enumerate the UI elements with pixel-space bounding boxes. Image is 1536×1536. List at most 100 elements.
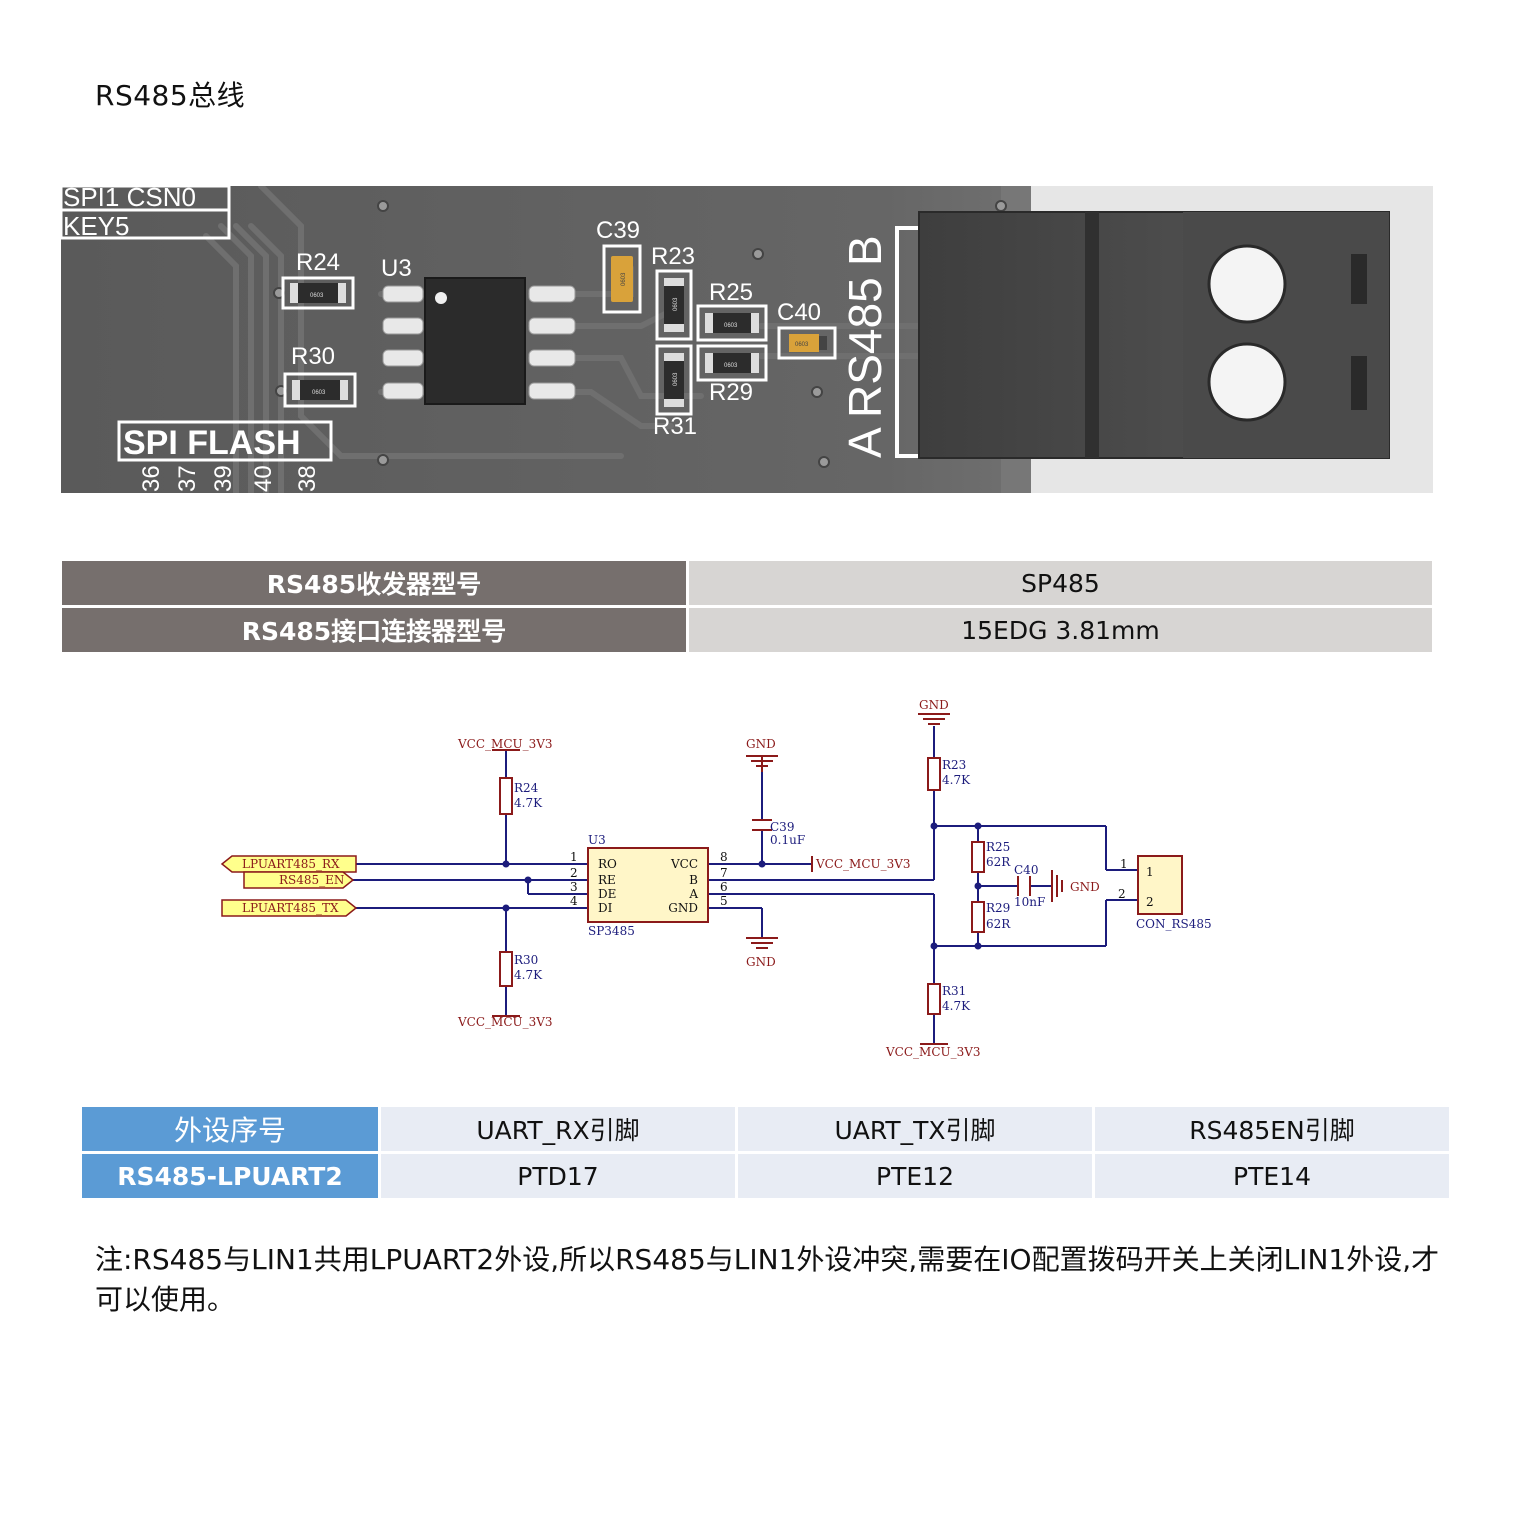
spec-table: RS485收发器型号 SP485 RS485接口连接器型号 15EDG 3.81… <box>62 558 1432 655</box>
spec-value: SP485 <box>689 561 1432 605</box>
silk-r30: R30 <box>291 343 335 370</box>
ic-pin-num: 3 <box>570 880 578 894</box>
spec-value: 15EDG 3.81mm <box>689 608 1432 652</box>
resistor-r29 <box>971 901 985 933</box>
ic-pin-num: 2 <box>570 866 578 880</box>
pkg-c39: 0603 <box>621 272 627 286</box>
spec-row: RS485接口连接器型号 15EDG 3.81mm <box>62 608 1432 652</box>
r31-val: 4.7K <box>942 999 971 1013</box>
silk-pin-37: 37 <box>174 465 201 492</box>
pin-cell: PTE14 <box>1095 1154 1452 1198</box>
pkg-r30: 0603 <box>312 390 326 396</box>
net-vcc-r24: VCC_MCU_3V3 <box>457 737 553 751</box>
silk-a: A <box>839 427 891 458</box>
ic-pin-num: 5 <box>720 894 728 908</box>
silk-c40: C40 <box>777 299 821 326</box>
ic-pin-num: 8 <box>720 850 728 864</box>
ic-pin-name: RE <box>598 873 616 887</box>
silk-r25: R25 <box>709 279 753 306</box>
silk-spi-flash: SPI FLASH <box>123 424 301 462</box>
net-vcc-r31: VCC_MCU_3V3 <box>885 1045 981 1059</box>
net-vcc-r30: VCC_MCU_3V3 <box>457 1015 553 1029</box>
ic-pin-name: RO <box>598 857 617 871</box>
r25-val: 62R <box>986 855 1011 869</box>
r31-ref: R31 <box>942 984 966 998</box>
schematic: LPUART485_RX RS485_EN LPUART485_TX U3 SP… <box>0 690 1536 1070</box>
ic-pin-name: B <box>689 873 698 887</box>
silk-spi-csn: SPI1 CSN0 <box>63 186 196 212</box>
r30-ref: R30 <box>514 953 538 967</box>
conn-pin: 1 <box>1146 865 1154 879</box>
silk-b: B <box>839 235 891 266</box>
silk-r29: R29 <box>709 379 753 406</box>
ic-pin-name: A <box>688 887 698 901</box>
pin-header: 外设序号 <box>82 1107 381 1154</box>
ic-pin-num: 7 <box>720 866 728 880</box>
ic-pin-num: 6 <box>720 880 728 894</box>
r24-ref: R24 <box>514 781 539 795</box>
port-lpuart-rx: LPUART485_RX <box>242 857 340 871</box>
table-row: RS485-LPUART2 PTD17 PTE12 PTE14 <box>82 1154 1452 1198</box>
r29-ref: R29 <box>986 901 1010 915</box>
pkg-r23: 0603 <box>673 297 679 311</box>
silk-key5: KEY5 <box>63 211 130 241</box>
ic-ref: U3 <box>588 833 606 847</box>
port-rs485-en: RS485_EN <box>279 873 344 887</box>
net-vcc-ic: VCC_MCU_3V3 <box>815 857 911 871</box>
page-title: RS485总线 <box>95 79 246 112</box>
pin-cell: PTD17 <box>381 1154 738 1198</box>
note-text: 注:RS485与LIN1共用LPUART2外设,所以RS485与LIN1外设冲突… <box>95 1243 1440 1316</box>
pkg-r25: 0603 <box>724 323 738 329</box>
silk-c39: C39 <box>596 217 640 244</box>
connector-rs485 <box>1137 855 1183 915</box>
c39-val: 0.1uF <box>770 833 805 847</box>
pkg-c40: 0603 <box>795 342 809 348</box>
ic-pin-name: DE <box>598 887 616 901</box>
pin-header: UART_RX引脚 <box>381 1107 738 1154</box>
ic-u3 <box>587 847 709 923</box>
pkg-r24: 0603 <box>310 293 324 299</box>
pkg-r31: 0603 <box>673 372 679 386</box>
net-gnd-c40: GND <box>1070 880 1100 894</box>
pin-header: UART_TX引脚 <box>738 1107 1095 1154</box>
silk-pin-39: 39 <box>210 465 237 492</box>
conn-pin: 2 <box>1146 895 1154 909</box>
pin-cell: PTE12 <box>738 1154 1095 1198</box>
resistor-r23 <box>927 757 941 791</box>
resistor-r30 <box>499 951 513 987</box>
c40-ref: C40 <box>1014 863 1038 877</box>
silk-u3: U3 <box>381 255 412 282</box>
pin-cell: RS485-LPUART2 <box>82 1154 381 1198</box>
resistor-r25 <box>971 841 985 873</box>
silk-r31: R31 <box>653 413 697 440</box>
net-gnd-ic: GND <box>746 955 776 969</box>
conn-pin-num: 1 <box>1120 857 1128 871</box>
pin-table-header-row: 外设序号 UART_RX引脚 UART_TX引脚 RS485EN引脚 <box>82 1107 1452 1154</box>
silk-rs485: RS485 <box>839 277 891 418</box>
connector-name: CON_RS485 <box>1136 917 1212 931</box>
c39-ref: C39 <box>770 820 794 834</box>
spec-label: RS485收发器型号 <box>62 561 689 605</box>
r25-ref: R25 <box>986 840 1010 854</box>
ic-part: SP3485 <box>588 924 635 938</box>
ic-pin-name: GND <box>668 901 698 915</box>
ic-pin-name: DI <box>598 901 613 915</box>
silk-pin-36: 36 <box>138 465 165 492</box>
r24-val: 4.7K <box>514 796 543 810</box>
spec-row: RS485收发器型号 SP485 <box>62 561 1432 605</box>
pin-table: 外设序号 UART_RX引脚 UART_TX引脚 RS485EN引脚 RS485… <box>82 1107 1452 1198</box>
resistor-r24 <box>499 777 513 815</box>
resistor-r31 <box>927 983 941 1015</box>
net-gnd-r23: GND <box>919 698 949 712</box>
net-gnd-c39: GND <box>746 737 776 751</box>
pkg-r29: 0603 <box>724 363 738 369</box>
silk-r23: R23 <box>651 243 695 270</box>
silk-pin-40: 40 <box>250 465 277 492</box>
conn-pin-num: 2 <box>1118 887 1126 901</box>
ic-pin-name: VCC <box>670 857 698 871</box>
ic-pin-num: 4 <box>570 894 578 908</box>
r30-val: 4.7K <box>514 968 543 982</box>
r23-ref: R23 <box>942 758 966 772</box>
c40-val: 10nF <box>1014 895 1045 909</box>
spec-label: RS485接口连接器型号 <box>62 608 689 652</box>
